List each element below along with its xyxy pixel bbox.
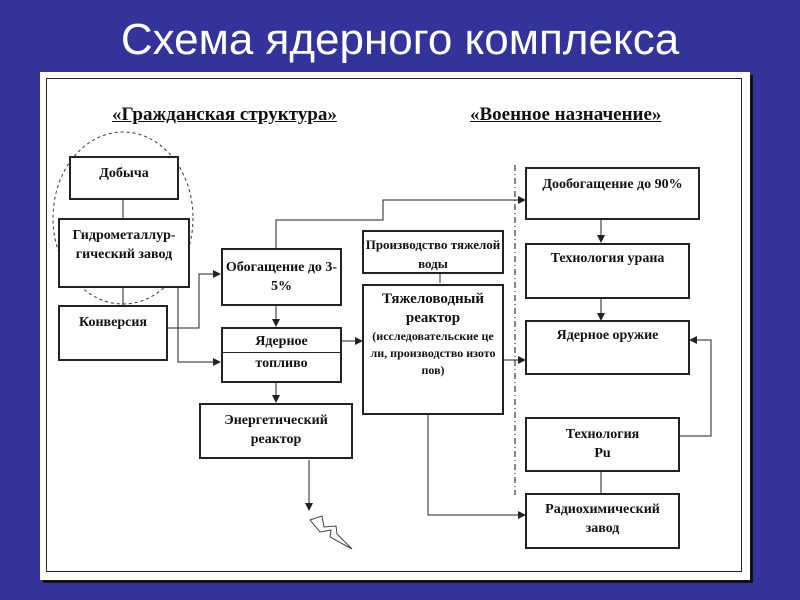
connector-enrichment-high-enrichment: [275, 196, 526, 248]
header-civil-structure: «Гражданская структура»: [112, 104, 337, 125]
box-nuclear-weapons[interactable]: Ядерное оружие: [525, 320, 690, 375]
box-radiochemical-plant[interactable]: Радиохимический завод: [525, 493, 680, 549]
box-conversion-label: Конверсия: [79, 315, 147, 330]
box-heavy-water-reactor[interactable]: Тяжеловодный реактор (исследовательские …: [362, 284, 504, 415]
connector-conversion-enrichment: [166, 270, 221, 329]
box-fuel-top-label: Ядерное: [255, 334, 308, 349]
box-nuclear-fuel[interactable]: Ядерное топливо: [221, 327, 342, 383]
box-conversion[interactable]: Конверсия: [58, 305, 168, 361]
box-power-reactor-label: Энергетический реактор: [224, 413, 328, 447]
header-military-purpose: «Военное назначение»: [470, 104, 662, 125]
box-weapons-label: Ядерное оружие: [556, 328, 659, 343]
box-fuel-bottom-label: топливо: [255, 356, 308, 371]
box-power-reactor[interactable]: Энергетический реактор: [199, 403, 353, 459]
connector-hw-reactor-radiochem: [427, 414, 526, 519]
connector-pu-weapons: [680, 336, 712, 437]
connector-hydromet-fuel: [177, 286, 221, 366]
box-high-enrichment[interactable]: Дообогащение до 90%: [525, 167, 700, 220]
box-hydrometallurgical-plant[interactable]: Гидрометаллур-гический завод: [58, 218, 190, 288]
box-hw-reactor-title: Тяжеловодный реактор: [381, 291, 485, 326]
box-hydromet-label: Гидрометаллур-гический завод: [72, 228, 176, 262]
box-mining[interactable]: Добыча: [69, 156, 179, 200]
slide-title: Схема ядерного комплекса: [120, 15, 680, 64]
lightning-bolt-icon: [309, 515, 353, 550]
box-hw-reactor-note: (исследовательские цели, производство из…: [370, 329, 496, 377]
box-high-enrichment-label: Дообогащение до 90%: [542, 177, 683, 192]
box-pu-technology[interactable]: Технология Pu: [525, 417, 680, 472]
box-radiochem-label: Радиохимический завод: [545, 502, 660, 536]
box-heavy-water-label: Производство тяжелой воды: [365, 237, 501, 271]
box-pu-tech-label: Технология Pu: [565, 427, 640, 461]
box-enrichment-label: Обогащение до 3-5%: [225, 260, 338, 294]
box-uranium-technology[interactable]: Технология урана: [525, 243, 690, 299]
box-uranium-tech-label: Технология урана: [550, 251, 665, 266]
box-fuel-divider: [223, 352, 340, 353]
box-heavy-water-production[interactable]: Производство тяжелой воды: [362, 230, 504, 274]
diagram-frame: [46, 78, 742, 572]
box-enrichment[interactable]: Обогащение до 3-5%: [221, 248, 342, 306]
box-mining-label: Добыча: [99, 166, 149, 181]
